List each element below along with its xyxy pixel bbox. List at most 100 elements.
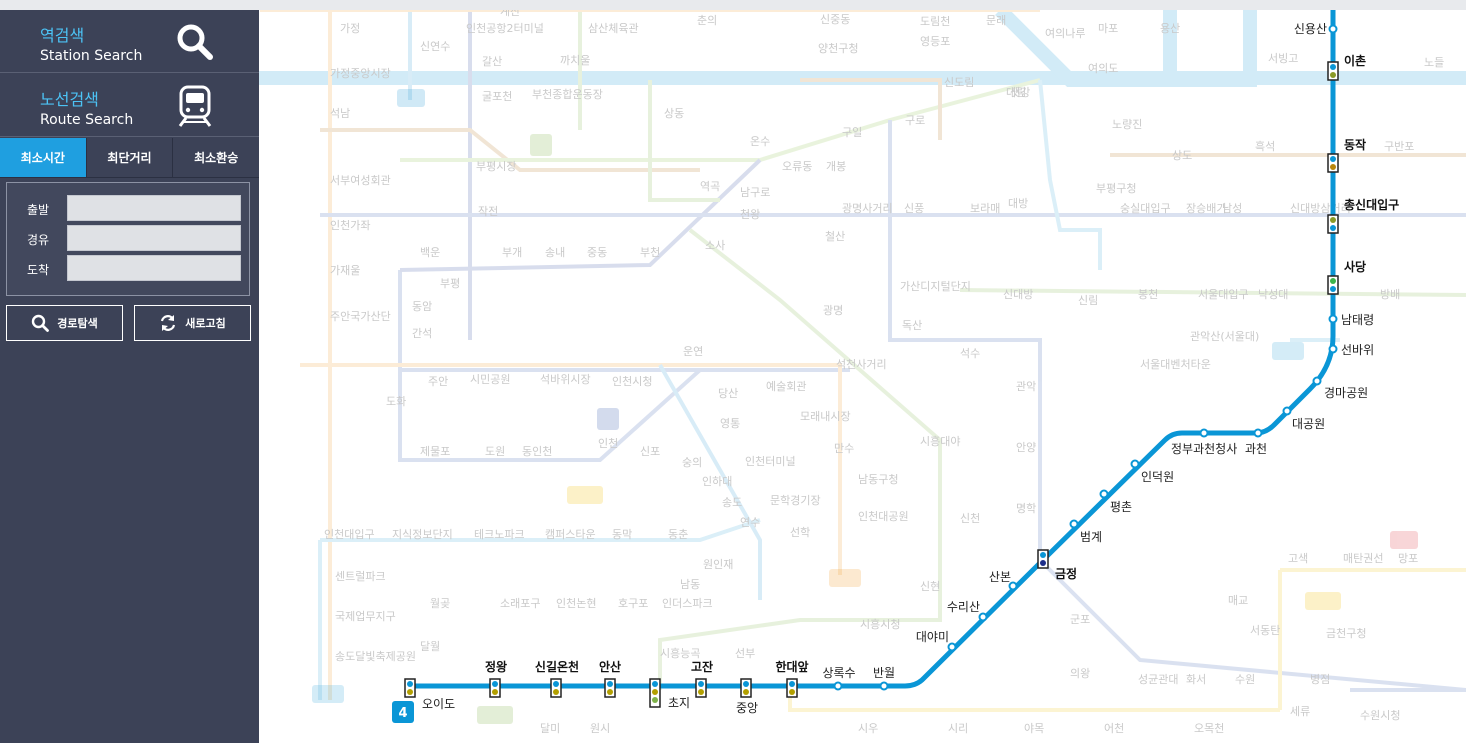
background-station-label[interactable]: 인천시청 bbox=[612, 374, 652, 388]
background-station-label[interactable]: 신도림 bbox=[944, 76, 974, 89]
label-ansan[interactable]: 안산 bbox=[599, 659, 621, 674]
label-sangroksu[interactable]: 상록수 bbox=[822, 666, 855, 680]
background-station-label[interactable]: 병점 bbox=[1310, 673, 1330, 686]
background-station-label[interactable]: 신대방삼거리 bbox=[1290, 202, 1351, 215]
background-station-label[interactable]: 시우 bbox=[858, 722, 878, 735]
label-namtaeryeong[interactable]: 남태령 bbox=[1341, 313, 1374, 327]
background-station-label[interactable]: 송도달빛축제공원 bbox=[335, 650, 416, 663]
background-station-label[interactable]: 고색 bbox=[1288, 552, 1308, 565]
background-station-label[interactable]: 숭실대입구 bbox=[1120, 202, 1171, 215]
label-surisan[interactable]: 수리산 bbox=[947, 600, 980, 614]
background-station-label[interactable]: 갈산 bbox=[482, 54, 502, 68]
background-station-label[interactable]: 인하대 bbox=[702, 474, 732, 488]
background-station-label[interactable]: 야목 bbox=[1024, 722, 1044, 735]
background-station-label[interactable]: 노들 bbox=[1424, 56, 1444, 69]
background-station-label[interactable]: 장승배기 bbox=[1186, 202, 1226, 215]
background-station-label[interactable]: 숭의 bbox=[682, 456, 702, 469]
station-dot-surisan[interactable] bbox=[978, 612, 988, 622]
background-station-label[interactable]: 방배 bbox=[1380, 288, 1400, 301]
background-station-label[interactable]: 신천 bbox=[960, 511, 980, 525]
background-station-label[interactable]: 천왕 bbox=[740, 207, 760, 221]
tab-shortest-distance[interactable]: 최단거리 bbox=[86, 138, 174, 177]
label-beomgye[interactable]: 범계 bbox=[1080, 530, 1102, 544]
background-station-label[interactable]: 가재울 bbox=[330, 264, 360, 277]
background-station-label[interactable]: 선부 bbox=[735, 647, 755, 660]
transfer-choji[interactable] bbox=[649, 678, 661, 708]
background-station-label[interactable]: 인천논현 bbox=[556, 596, 596, 610]
label-jeongwang[interactable]: 정왕 bbox=[485, 659, 507, 674]
background-station-label[interactable]: 상동 bbox=[664, 107, 684, 120]
station-dot-banwol[interactable] bbox=[879, 681, 889, 691]
station-dot-namtaeryeong[interactable] bbox=[1328, 314, 1338, 324]
background-station-label[interactable]: 구반포 bbox=[1384, 140, 1414, 153]
background-station-label[interactable]: 제물포 bbox=[420, 445, 450, 458]
background-station-label[interactable]: 부천 bbox=[640, 245, 660, 259]
depart-input[interactable] bbox=[67, 195, 241, 221]
background-station-label[interactable]: 계산 bbox=[500, 10, 520, 18]
background-station-label[interactable]: 낙성대 bbox=[1258, 288, 1288, 301]
label-gojan[interactable]: 고잔 bbox=[691, 659, 713, 674]
station-dot-pyeongchon[interactable] bbox=[1099, 489, 1109, 499]
background-station-label[interactable]: 캠퍼스타운 bbox=[545, 528, 596, 541]
route-search-button[interactable]: 경로탐색 bbox=[6, 305, 123, 341]
transfer-handaeap[interactable] bbox=[786, 678, 798, 698]
background-station-label[interactable]: 신현 bbox=[920, 580, 940, 593]
background-station-label[interactable]: 신연수 bbox=[420, 40, 450, 53]
background-station-label[interactable]: 시흥시청 bbox=[860, 617, 900, 631]
background-station-label[interactable]: 시흥대야 bbox=[920, 434, 960, 448]
station-dot-government[interactable] bbox=[1199, 428, 1209, 438]
background-station-label[interactable]: 노량진 bbox=[1112, 118, 1142, 131]
background-station-label[interactable]: 도원 bbox=[485, 445, 505, 458]
background-station-label[interactable]: 금천구청 bbox=[1326, 626, 1366, 640]
background-station-label[interactable]: 용산 bbox=[1160, 22, 1180, 35]
label-sanbon[interactable]: 산본 bbox=[989, 570, 1011, 584]
label-oido[interactable]: 오이도 bbox=[422, 697, 455, 711]
background-station-label[interactable]: 가정중앙시장 bbox=[330, 67, 391, 80]
background-station-label[interactable]: 만수 bbox=[834, 442, 854, 455]
label-indeogwon[interactable]: 인덕원 bbox=[1141, 470, 1174, 484]
background-station-label[interactable]: 인천대입구 bbox=[324, 527, 375, 541]
background-station-label[interactable]: 삼산체육관 bbox=[588, 22, 639, 35]
station-dot-sanbon[interactable] bbox=[1008, 581, 1018, 591]
background-station-label[interactable]: 마포 bbox=[1098, 22, 1118, 35]
background-station-label[interactable]: 부평시장 bbox=[476, 160, 516, 173]
background-station-label[interactable]: 센트럴파크 bbox=[335, 570, 386, 583]
background-station-label[interactable]: 송내 bbox=[545, 246, 565, 259]
background-station-label[interactable]: 남성 bbox=[1222, 202, 1242, 215]
label-gyeongma[interactable]: 경마공원 bbox=[1324, 386, 1368, 400]
background-station-label[interactable]: 호구포 bbox=[618, 597, 648, 610]
background-station-label[interactable]: 광명 bbox=[823, 304, 843, 317]
background-station-label[interactable]: 영통 bbox=[720, 417, 740, 430]
background-station-label[interactable]: 남구로 bbox=[740, 186, 770, 199]
background-station-label[interactable]: 샛강 bbox=[1010, 86, 1030, 99]
transfer-dongjak[interactable] bbox=[1327, 153, 1339, 173]
transfer-chongshin[interactable] bbox=[1327, 214, 1339, 234]
background-station-label[interactable]: 서빙고 bbox=[1268, 52, 1298, 65]
background-station-label[interactable]: 부평 bbox=[440, 277, 460, 290]
background-station-label[interactable]: 석천사거리 bbox=[836, 357, 887, 371]
background-station-label[interactable]: 화서 bbox=[1186, 673, 1206, 686]
background-station-label[interactable]: 도림천 bbox=[920, 14, 950, 28]
station-dot-seonbawi[interactable] bbox=[1328, 344, 1338, 354]
background-station-label[interactable]: 여의나루 bbox=[1045, 27, 1085, 40]
background-station-label[interactable]: 국제업무지구 bbox=[335, 610, 396, 623]
background-station-label[interactable]: 까치울 bbox=[560, 54, 590, 67]
background-station-label[interactable]: 매교 bbox=[1228, 594, 1248, 607]
background-station-label[interactable]: 송도 bbox=[722, 496, 742, 509]
background-station-label[interactable]: 인천가좌 bbox=[330, 218, 370, 232]
background-station-label[interactable]: 석수 bbox=[960, 347, 980, 360]
background-station-label[interactable]: 관악산(서울대) bbox=[1190, 330, 1259, 343]
background-station-label[interactable]: 시흥능곡 bbox=[660, 646, 700, 660]
station-dot-daegongwon[interactable] bbox=[1282, 406, 1292, 416]
background-station-label[interactable]: 원시 bbox=[590, 722, 610, 735]
background-station-label[interactable]: 흑석 bbox=[1255, 139, 1275, 153]
background-station-label[interactable]: 관악 bbox=[1016, 380, 1036, 393]
background-station-label[interactable]: 문학경기장 bbox=[770, 494, 821, 507]
background-station-label[interactable]: 인천공항2터미널 bbox=[466, 21, 544, 35]
label-chongshin[interactable]: 총신대입구 bbox=[1344, 197, 1399, 212]
background-station-label[interactable]: 신중동 bbox=[820, 13, 850, 26]
background-station-label[interactable]: 독산 bbox=[902, 319, 922, 332]
background-station-label[interactable]: 수원시청 bbox=[1360, 709, 1400, 722]
transfer-ichon[interactable] bbox=[1327, 61, 1339, 81]
